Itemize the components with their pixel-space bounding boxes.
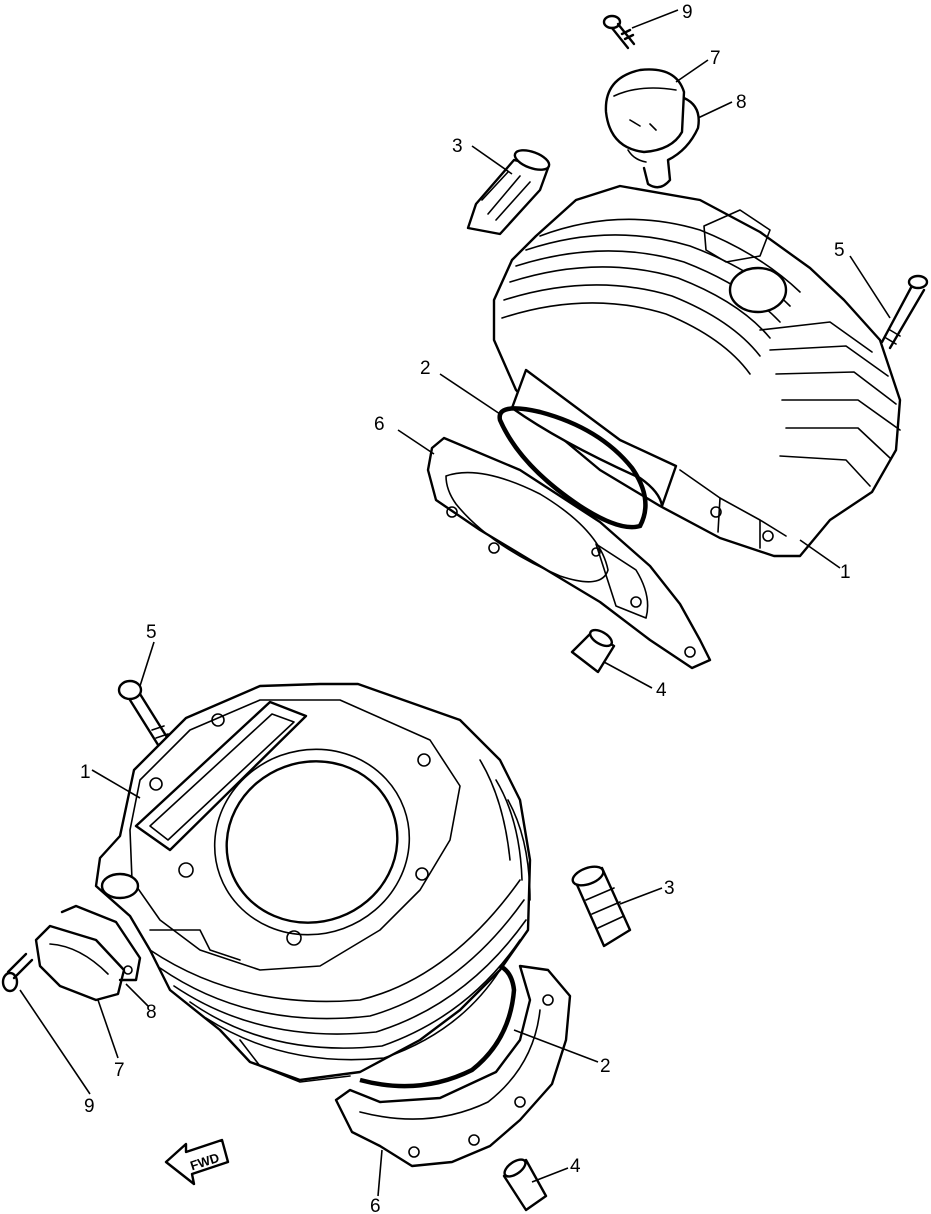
upper-cap-7 bbox=[604, 68, 686, 154]
upper-cylinder-body-1 bbox=[492, 184, 902, 558]
upper-dowel-pin-4 bbox=[570, 628, 616, 674]
lower-oring-2 bbox=[359, 963, 517, 1089]
lower-bolt-9 bbox=[1, 952, 34, 993]
callout-lower-8: 8 bbox=[146, 1002, 157, 1023]
callout-upper-2: 2 bbox=[420, 358, 431, 379]
callout-upper-1: 1 bbox=[840, 562, 851, 583]
lower-gasket-8 bbox=[60, 904, 142, 982]
callout-upper-7: 7 bbox=[710, 48, 721, 69]
upper-stud-5 bbox=[880, 274, 929, 350]
callout-lower-4: 4 bbox=[570, 1156, 581, 1177]
callout-upper-9: 9 bbox=[682, 2, 693, 23]
upper-base-gasket-6 bbox=[426, 436, 712, 670]
callout-labels-upper: 9 7 8 3 5 2 6 1 4 bbox=[374, 2, 851, 701]
upper-dowel-3 bbox=[466, 149, 551, 236]
callout-lower-3: 3 bbox=[664, 878, 675, 899]
callout-lower-7: 7 bbox=[114, 1060, 125, 1081]
lower-base-gasket-6 bbox=[334, 964, 572, 1168]
leader-lines bbox=[19, 9, 891, 1197]
callout-upper-5: 5 bbox=[834, 240, 845, 261]
callout-upper-8: 8 bbox=[736, 92, 747, 113]
lower-stud-5 bbox=[117, 679, 172, 750]
front-direction-arrow-icon: FWD bbox=[164, 1138, 230, 1186]
upper-gasket-8 bbox=[627, 96, 700, 189]
callout-lower-6: 6 bbox=[370, 1196, 381, 1214]
callout-lower-2: 2 bbox=[600, 1056, 611, 1077]
callout-upper-3: 3 bbox=[452, 136, 463, 157]
callout-upper-4: 4 bbox=[656, 680, 667, 701]
callout-lower-1: 1 bbox=[80, 762, 91, 783]
lower-dowel-3 bbox=[571, 865, 632, 948]
upper-bolt-9 bbox=[602, 14, 636, 50]
callout-labels-lower: 5 1 3 2 8 7 9 4 6 bbox=[80, 622, 675, 1214]
callout-lower-9: 9 bbox=[84, 1096, 95, 1117]
lower-cover-7 bbox=[34, 924, 126, 1002]
lower-cylinder-body-1 bbox=[94, 682, 532, 1083]
lower-dowel-pin-4 bbox=[502, 1158, 548, 1212]
upper-oring-2 bbox=[497, 406, 648, 530]
callout-lower-5: 5 bbox=[146, 622, 157, 643]
callout-upper-6: 6 bbox=[374, 414, 385, 435]
